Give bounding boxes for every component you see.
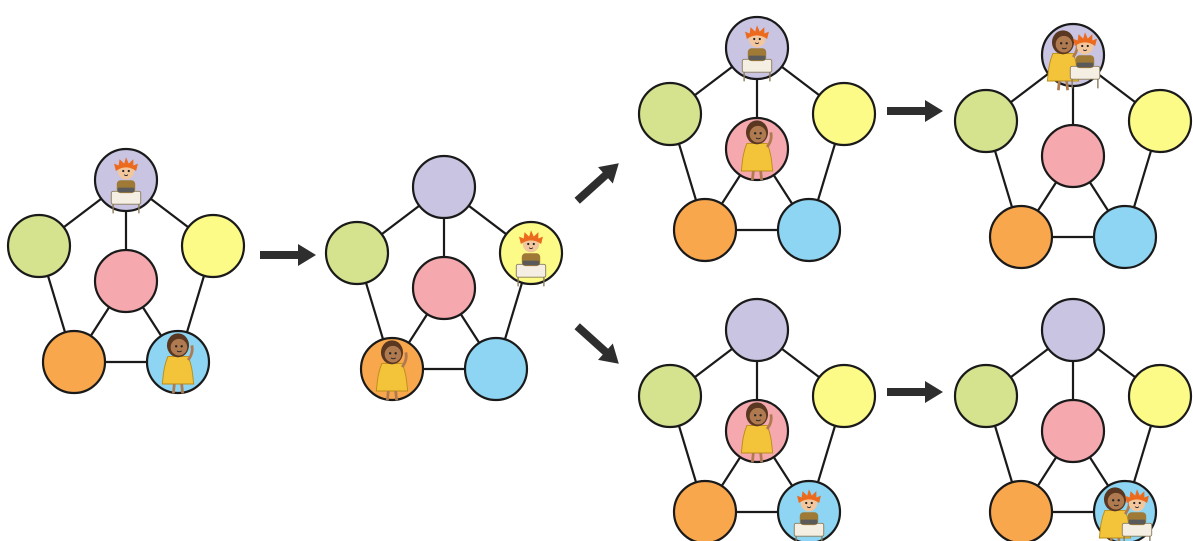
arrow-shape (574, 323, 619, 364)
node-blue (463, 336, 529, 402)
girl-figure (740, 402, 774, 463)
node-orange (41, 329, 107, 395)
node-orange (672, 197, 738, 263)
arrow-shape (260, 244, 316, 266)
node-green (324, 220, 390, 286)
laptop (800, 519, 818, 525)
node-green (953, 363, 1019, 429)
girl-figure (740, 120, 774, 181)
arrow-shape (887, 100, 943, 122)
node-green (637, 363, 703, 429)
girl-face (384, 345, 402, 363)
girl-dress (161, 355, 195, 385)
desk (515, 263, 547, 278)
desk (741, 58, 773, 73)
boy-hair (1125, 489, 1149, 504)
node-pink (1040, 123, 1106, 189)
node-purple (1040, 297, 1106, 363)
boy-hair (797, 489, 821, 504)
node-blue (1092, 204, 1158, 270)
node-orange (672, 479, 738, 541)
girl-face (749, 125, 767, 143)
girl-dress (375, 362, 409, 392)
node-yellow (811, 81, 877, 147)
right-arrow-icon (887, 100, 943, 122)
boy-hair (114, 157, 138, 172)
graph-panel-final-top (953, 22, 1193, 270)
boy-figure (110, 157, 142, 214)
laptop (1076, 62, 1094, 68)
node-yellow (1127, 363, 1193, 429)
node-green (637, 81, 703, 147)
node-orange (988, 204, 1054, 270)
girl-face (170, 338, 188, 356)
node-green (953, 88, 1019, 154)
laptop (1128, 519, 1146, 525)
girl-face (749, 407, 767, 425)
graph-panel-start (6, 147, 246, 395)
girl-figure (161, 333, 195, 394)
node-purple (411, 154, 477, 220)
laptop (522, 260, 540, 266)
boy-hair (1073, 32, 1097, 47)
boy-hair (745, 25, 769, 40)
node-orange (988, 479, 1054, 541)
node-purple (724, 297, 790, 363)
graph-panel-step-2-top (637, 15, 877, 263)
node-pink (1040, 398, 1106, 464)
desk (793, 522, 825, 537)
girl-figure (375, 340, 409, 401)
graph-panel-final-bottom (953, 297, 1193, 541)
node-pink (93, 248, 159, 314)
boy-figure (515, 230, 547, 287)
node-yellow (811, 363, 877, 429)
girl-face (1107, 492, 1125, 510)
up-right-arrow-icon (574, 163, 619, 204)
graph-panel-step-1 (324, 154, 564, 402)
node-yellow (498, 220, 564, 286)
girl-dress (740, 142, 774, 172)
desk (110, 190, 142, 205)
arrow-shape (887, 381, 943, 403)
boy-figure (1069, 32, 1101, 89)
node-blue (776, 197, 842, 263)
graph-panel-step-2-bottom (637, 297, 877, 541)
girl-face (1055, 35, 1073, 53)
boy-hair (519, 230, 543, 245)
node-purple (724, 15, 790, 81)
desk (1121, 522, 1153, 537)
laptop (748, 55, 766, 61)
right-arrow-icon (887, 381, 943, 403)
node-pink (411, 255, 477, 321)
node-yellow (1127, 88, 1193, 154)
desk (1069, 65, 1101, 80)
right-arrow-icon (260, 244, 316, 266)
down-right-arrow-icon (574, 323, 619, 364)
node-yellow (180, 213, 246, 279)
girl-dress (740, 424, 774, 454)
laptop (117, 187, 135, 193)
node-green (6, 213, 72, 279)
boy-figure (1121, 489, 1153, 541)
arrow-shape (574, 163, 619, 204)
boy-figure (741, 25, 773, 82)
node-purple (93, 147, 159, 213)
